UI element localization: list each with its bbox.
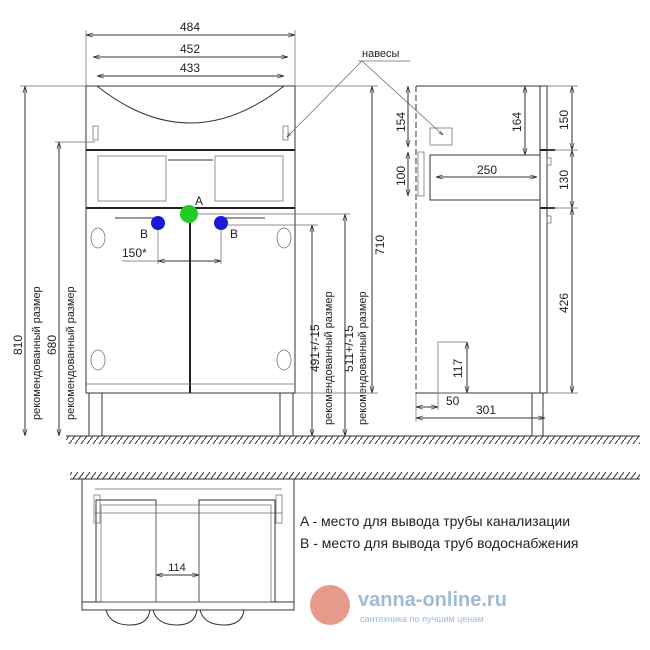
dim-50: 50 <box>446 394 460 408</box>
recommended-label-491: рекомендованный размер <box>323 291 335 425</box>
watermark: vanna-online.ru сантехника по лучшим цен… <box>310 585 507 625</box>
dim-491: 491+/-15 <box>308 324 322 372</box>
water-point-b-right <box>214 216 228 230</box>
dim-810: 810 <box>11 335 25 355</box>
side-drawer <box>429 154 541 201</box>
label-b-left: B <box>140 227 148 241</box>
dim-433: 433 <box>180 61 200 75</box>
leg-left <box>88 392 103 437</box>
dim-150: 150* <box>122 246 147 260</box>
recommended-label-680: рекомендованный размер <box>65 286 77 420</box>
dim-164: 164 <box>510 112 524 132</box>
plan-view: 114 <box>70 472 640 626</box>
dim-511: 511+/-15 <box>342 325 356 372</box>
watermark-tagline: сантехника по лучшим ценам <box>360 614 483 624</box>
dim-426: 426 <box>557 293 571 313</box>
legend-a: A - место для вывода трубы канализации <box>300 513 570 529</box>
wall-hatch <box>70 472 640 479</box>
dim-250: 250 <box>477 163 497 177</box>
watermark-logo-icon <box>310 585 350 625</box>
front-view: A B B 484 452 433 150* 810 рекомендованн… <box>11 20 443 437</box>
dim-710: 710 <box>373 235 387 255</box>
basin-outline <box>96 85 285 124</box>
legend-b: B - место для вывода труб водоснабжения <box>300 535 579 551</box>
dim-484: 484 <box>180 20 200 34</box>
water-point-b-left <box>151 216 165 230</box>
dim-130: 130 <box>557 170 571 190</box>
dim-114: 114 <box>168 562 186 574</box>
dim-150-side: 150 <box>557 110 571 130</box>
floor-hatch <box>66 436 640 444</box>
recommended-label-511: рекомендованный размер <box>357 291 369 425</box>
dim-117: 117 <box>451 359 465 378</box>
label-b-right: B <box>230 227 238 241</box>
dim-301: 301 <box>476 403 496 417</box>
recommended-label-810: рекомендованный размер <box>31 286 43 420</box>
leg-right <box>279 392 294 437</box>
dim-452: 452 <box>180 42 200 56</box>
dim-100: 100 <box>394 166 408 186</box>
label-a: A <box>195 194 203 208</box>
hinges-label: навесы <box>362 48 400 60</box>
drain-point-a <box>180 205 198 223</box>
hinge-bracket <box>429 127 453 146</box>
watermark-brand: vanna-online.ru <box>358 589 507 611</box>
dim-154: 154 <box>394 112 408 132</box>
side-view: 154 100 164 250 150 130 426 117 50 301 <box>394 85 578 437</box>
dim-680: 680 <box>45 335 59 355</box>
